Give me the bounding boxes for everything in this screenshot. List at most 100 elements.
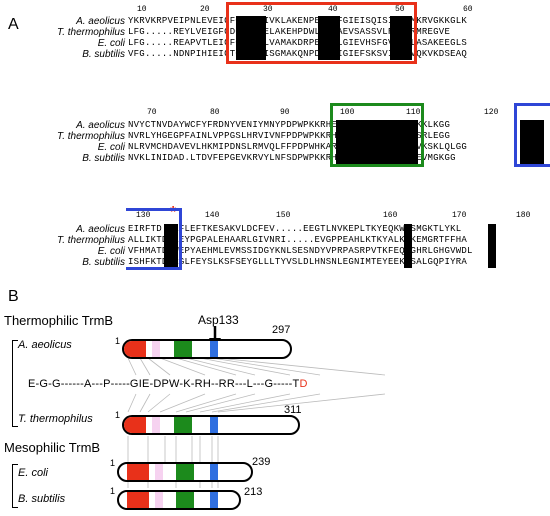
ruler-20: 20 xyxy=(200,5,210,14)
motif1-segment xyxy=(127,492,149,508)
sequence-row: NVRLYHGEGPFAINLVPPGSLHRVIVNFPDPWPKKRHEKR… xyxy=(128,131,451,141)
protein-name: E. coli xyxy=(18,467,48,479)
conserved-highlight xyxy=(318,16,340,60)
domain-bar-e-coli xyxy=(117,462,253,482)
ruler-110: 110 xyxy=(406,108,421,117)
consensus-sequence: E-G-G------A---P-----GIE-DPW-K-RH--RR---… xyxy=(28,378,308,390)
motif3-segment xyxy=(210,492,218,508)
species-label: B. subtilis xyxy=(82,153,125,164)
motif3-segment xyxy=(210,464,218,480)
domain-bar-t-thermophilus xyxy=(122,415,300,435)
species-label: E. coli xyxy=(97,38,125,49)
faint-segment xyxy=(155,492,163,508)
ruler-160: 160 xyxy=(383,211,398,220)
species-label: T. thermophilus xyxy=(57,131,125,142)
ruler-170: 170 xyxy=(452,211,467,220)
domain-bar-b-subtilis xyxy=(117,490,241,510)
protein-end: 213 xyxy=(244,486,263,498)
motif3-segment xyxy=(210,341,218,357)
sequence-row: ISHFKTD.RGLFEYSLKSFSEYGLLLTYVSLDLHNSNLEG… xyxy=(128,257,468,267)
asp133-asterisk: * xyxy=(170,204,177,221)
faint-segment xyxy=(152,341,160,357)
ruler-80: 80 xyxy=(210,108,220,117)
protein-start: 1 xyxy=(115,410,121,420)
ruler-30: 30 xyxy=(263,5,273,14)
conserved-highlight xyxy=(336,120,418,164)
species-label: B. subtilis xyxy=(82,257,125,268)
mesophilic-title: Mesophilic TrmB xyxy=(4,440,101,455)
sequence-row: VFG.....NDNPIHIEIGTGKGQFISGMAKQNPDINYIGI… xyxy=(128,49,468,59)
conserved-highlight xyxy=(488,224,496,268)
consensus-tail: D xyxy=(299,378,308,390)
thermophilic-title: Thermophilic TrmB xyxy=(4,313,114,328)
protein-end: 311 xyxy=(284,404,302,416)
species-label: B. subtilis xyxy=(82,49,125,60)
ruler-90: 90 xyxy=(280,108,290,117)
alignment-block-1: 10 20 30 40 50 60 A. aeolicus T. thermop… xyxy=(0,0,550,80)
species-label: T. thermophilus xyxy=(57,235,125,246)
motif-box-blue-start xyxy=(514,103,550,167)
protein-start: 1 xyxy=(110,458,116,468)
ruler-180: 180 xyxy=(516,211,531,220)
conserved-highlight xyxy=(390,16,412,60)
protein-name: A. aeolicus xyxy=(18,339,72,351)
consensus-main: E-G-G------A---P-----GIE-DPW-K-RH--RR---… xyxy=(28,378,300,390)
bracket-tick xyxy=(12,464,18,465)
motif2-segment xyxy=(174,341,192,357)
species-label: T. thermophilus xyxy=(57,27,125,38)
protein-start: 1 xyxy=(110,486,116,496)
conserved-highlight xyxy=(404,224,412,268)
sequence-row: LFG.....REYLVEIGFGDGRFTAELAKEHPDWLVLGAEV… xyxy=(128,27,451,37)
motif1-segment xyxy=(124,417,146,433)
protein-name: T. thermophilus xyxy=(18,413,93,425)
panel-b-label: B xyxy=(8,288,19,305)
motif-box-red xyxy=(226,2,417,64)
panel-a-label: A xyxy=(8,16,19,33)
species-label: E. coli xyxy=(97,246,125,257)
sequence-row: NVKLINIDAD.LTDVFEPGEVKRVYLNFSDPWPKKRHEKR… xyxy=(128,153,456,163)
sequence-row: EIRFTD.YEFLEFTKESAKVLDCFEV.....EEGTLNVKE… xyxy=(128,224,462,234)
protein-end: 239 xyxy=(252,456,271,468)
protein-end: 297 xyxy=(272,324,291,336)
species-label: E. coli xyxy=(97,142,125,153)
motif3-segment xyxy=(210,417,218,433)
motif-box-green xyxy=(330,103,424,167)
sequence-row: NVYCTNVDAYWCFYFRDNYVENIYMNYPDPWPKKRHEKRR… xyxy=(128,120,451,130)
species-label: A. aeolicus xyxy=(76,120,125,131)
ruler-150: 150 xyxy=(276,211,291,220)
sequence-row: NLRVMCHDAVEVLHKMIPDNSLRMVQLFFPDPWHKARHNK… xyxy=(128,142,468,152)
ruler-140: 140 xyxy=(205,211,220,220)
bracket-tick xyxy=(12,426,18,427)
bracket xyxy=(12,340,13,426)
species-label: A. aeolicus xyxy=(76,16,125,27)
ruler-50: 50 xyxy=(395,5,405,14)
ruler-60: 60 xyxy=(463,5,473,14)
protein-start: 1 xyxy=(115,336,121,346)
species-label: A. aeolicus xyxy=(76,224,125,235)
faint-segment xyxy=(152,417,160,433)
motif2-segment xyxy=(176,464,194,480)
sequence-row: ALLIKTD.EEYPGPALEHAARLGIVNRI.....EVGPPEA… xyxy=(128,235,468,245)
ruler-10: 10 xyxy=(137,5,147,14)
motif-box-blue-end xyxy=(126,208,182,270)
sequence-row: LFG.....REAPVTLEIGFGMGASLVAMAKDRPEQDFLGI… xyxy=(128,38,468,48)
ruler-120: 120 xyxy=(484,108,499,117)
protein-name: B. subtilis xyxy=(18,493,66,505)
motif1-segment xyxy=(124,341,146,357)
conserved-highlight xyxy=(164,224,178,268)
bracket-tick xyxy=(12,340,18,341)
motif1-segment xyxy=(127,464,149,480)
bracket-tick xyxy=(12,507,18,508)
sequence-row: YKRVKRPVEIPNLEVEIGFGRGDFIVKLAKENPEKNFFGI… xyxy=(128,16,468,26)
alignment-block-3: 130 140 150 160 170 180 * A. aeolicus T.… xyxy=(57,204,531,270)
conserved-highlight xyxy=(520,120,544,164)
bracket xyxy=(12,464,13,508)
sequence-row: VFHMATD.WEPYAEHMLEVMSSIDGYKNLSESNDYVPRPA… xyxy=(128,246,473,256)
faint-segment xyxy=(155,464,163,480)
motif2-segment xyxy=(174,417,192,433)
ruler-40: 40 xyxy=(328,5,338,14)
domain-bar-a-aeolicus xyxy=(122,339,292,359)
ruler-70: 70 xyxy=(147,108,157,117)
ruler-130: 130 xyxy=(136,211,151,220)
